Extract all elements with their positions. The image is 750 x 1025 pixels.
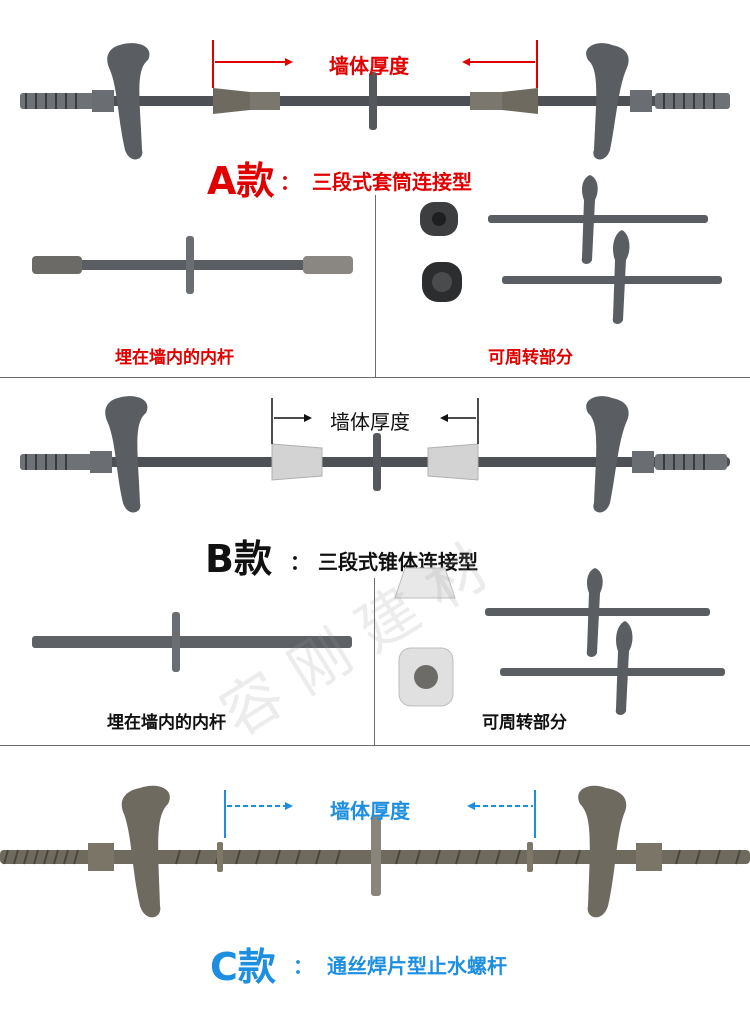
style-c-colon: ：: [293, 954, 313, 978]
style-b-dimension-label: 墙体厚度: [330, 410, 410, 434]
style-a-removable-caption: 可周转部分: [488, 348, 573, 368]
divider-a-b: [0, 377, 750, 378]
style-a-inner-rod-caption: 埋在墙内的内杆: [115, 348, 234, 368]
style-c-name: C款: [210, 945, 276, 989]
style-b-description: 三段式锥体连接型: [318, 550, 478, 574]
style-b-inner-rod-caption: 埋在墙内的内杆: [107, 713, 226, 733]
divider-b-c: [0, 745, 750, 746]
style-a-inner-rod-image: [32, 236, 353, 294]
style-c-tie-rod-image: [0, 785, 750, 918]
style-a-tie-rod-image: [20, 40, 730, 160]
section-style-b: 墙体厚度 B款 ： 三段式锥体连接型 埋在墙内的内杆 可周转部分 容刚建材: [0, 378, 750, 751]
style-a-description: 三段式套筒连接型: [312, 170, 472, 194]
style-b-inner-rod-image: [32, 612, 352, 672]
style-b-vertical-divider: [374, 578, 375, 745]
style-a-removable-parts-image: [420, 175, 722, 324]
style-b-tie-rod-image: [20, 396, 730, 513]
style-a-name: A款: [207, 159, 275, 203]
style-a-vertical-divider: [375, 195, 376, 378]
style-a-colon: ：: [280, 170, 300, 194]
section-style-c: 墙体厚度 C款 ： 通丝焊片型止水螺杆: [0, 746, 750, 1025]
style-b-name: B款: [205, 537, 272, 581]
style-b-removable-caption: 可周转部分: [482, 713, 567, 733]
style-c-dimension-label: 墙体厚度: [330, 799, 410, 823]
section-style-a: 墙体厚度 A款 ： 三段式套筒连接型 埋在墙内的内杆 可周转部分: [0, 0, 750, 378]
style-c-description: 通丝焊片型止水螺杆: [327, 954, 507, 978]
style-b-removable-parts-image: [394, 567, 725, 715]
style-a-dimension-label: 墙体厚度: [329, 54, 409, 78]
style-b-colon: ：: [290, 550, 310, 574]
